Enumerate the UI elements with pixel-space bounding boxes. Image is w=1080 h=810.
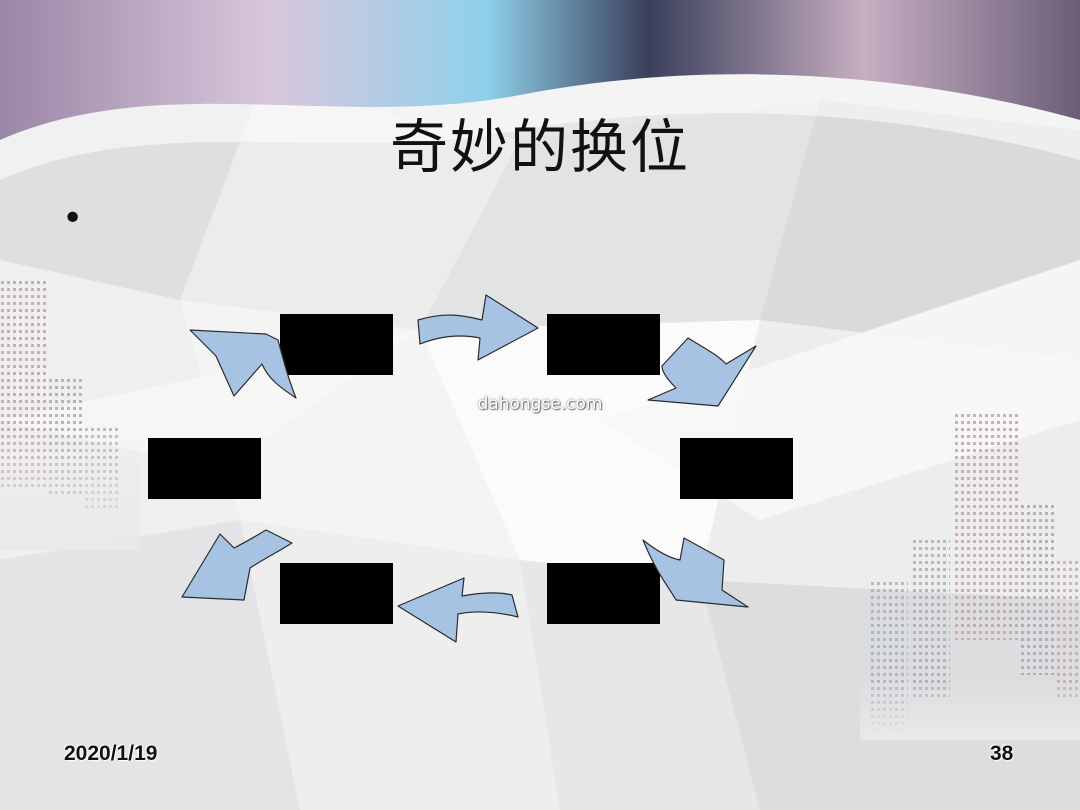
arrow-down-right-icon bbox=[647, 337, 757, 407]
watermark: dahongse.com bbox=[477, 394, 603, 414]
box-right bbox=[680, 438, 793, 499]
arrow-down-left-icon bbox=[642, 537, 749, 608]
box-top-left bbox=[280, 314, 393, 375]
arrow-bottom-left-icon bbox=[397, 577, 519, 643]
arrow-up-right-icon bbox=[189, 329, 297, 399]
box-bottom-left bbox=[280, 563, 393, 624]
box-bottom-right bbox=[547, 563, 660, 624]
slide-title: 奇妙的换位 bbox=[389, 113, 690, 181]
arrow-top-right-icon bbox=[417, 294, 539, 361]
slide-date: 2020/1/19 bbox=[64, 742, 158, 765]
arrow-up-left-icon bbox=[181, 529, 293, 601]
bullet-point: • bbox=[62, 198, 84, 239]
page-number: 38 bbox=[990, 742, 1014, 765]
box-top-right bbox=[547, 314, 660, 375]
box-left bbox=[148, 438, 261, 499]
